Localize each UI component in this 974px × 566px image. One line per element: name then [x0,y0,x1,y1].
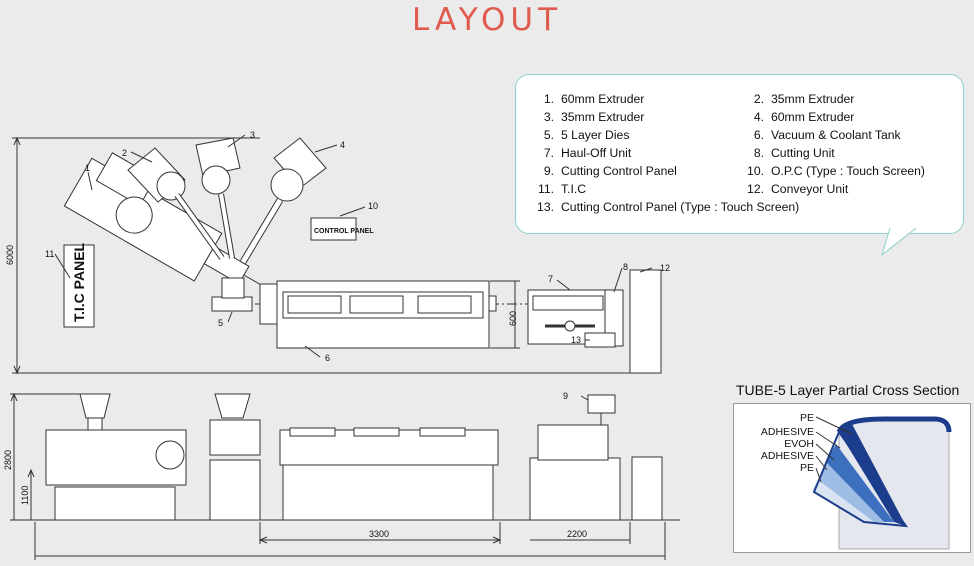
dim-1100: 1100 [20,486,30,505]
layer-label: EVOH [784,438,814,450]
layer-label: ADHESIVE [760,426,814,438]
haul-off-7-plan [527,289,609,345]
dim-2200: 2200 [567,529,587,539]
legend-item: 3.35mm Extruder [543,110,645,124]
legend-item: 6.Vacuum & Coolant Tank [753,128,901,142]
dim-2800: 2800 [3,450,13,470]
legend-item: 4.60mm Extruder [753,110,855,124]
extruder-1-plan [63,152,266,288]
cross-section-title: TUBE-5 Layer Partial Cross Section [736,382,960,398]
callout-1: 1 [85,163,90,173]
dim-6000: 6000 [5,245,15,265]
legend-item: 7.Haul-Off Unit [543,146,632,160]
elevation-view [10,392,680,560]
cross-section-figure: PE ADHESIVE EVOH ADHESIVE PE [733,403,971,553]
conveyor-12-plan [629,269,662,374]
extruder-4-plan [239,137,327,264]
tic-panel-11 [63,244,95,328]
callout-9: 9 [563,391,568,401]
dim-3300: 3300 [369,529,389,539]
extruder-2-plan [127,147,225,260]
layer-label: PE [799,462,814,474]
control-panel-label: CONTROL PANEL [314,228,374,235]
legend-item: 2.35mm Extruder [753,92,855,106]
callout-8: 8 [623,262,628,272]
callout-5: 5 [218,318,223,328]
legend-item: 1.60mm Extruder [543,92,645,106]
callout-4: 4 [340,140,345,150]
callout-10: 10 [368,201,378,211]
control-panel-10 [310,217,357,241]
layer-label: ADHESIVE [760,450,814,462]
legend-item: 11.T.I.C [537,182,587,196]
dim-600: 600 [508,311,518,326]
callout-11: 11 [45,249,54,259]
legend-item: 12.Conveyor Unit [747,182,849,196]
legend-item: 10.O.P.C (Type : Touch Screen) [747,164,925,178]
legend-item: 8.Cutting Unit [753,146,835,160]
tic-panel-label: T.I.C PANEL [71,242,87,322]
legend-box: 1.60mm Extruder 2.35mm Extruder 3.35mm E… [515,74,964,234]
extruder-3-plan [195,137,241,259]
legend-item: 5.5 Layer Dies [543,128,630,142]
legend-item: 9.Cutting Control Panel [543,164,677,178]
tank-6-plan [276,280,490,349]
callout-6: 6 [325,353,330,363]
layer-label: PE [799,412,814,424]
callout-13: 13 [571,335,581,345]
callout-12: 12 [660,263,670,273]
elevation-labels: 9 2800 1100 3300 2200 [3,391,587,539]
tube-illustration [812,416,952,550]
page-title: LAYOUT [411,2,563,38]
callout-3: 3 [250,130,255,140]
legend-item: 13.Cutting Control Panel (Type : Touch S… [537,200,800,214]
callout-7: 7 [548,274,553,284]
legend-callout-tail [881,228,917,257]
callout-2: 2 [122,148,127,158]
die-5-plan [211,296,253,312]
